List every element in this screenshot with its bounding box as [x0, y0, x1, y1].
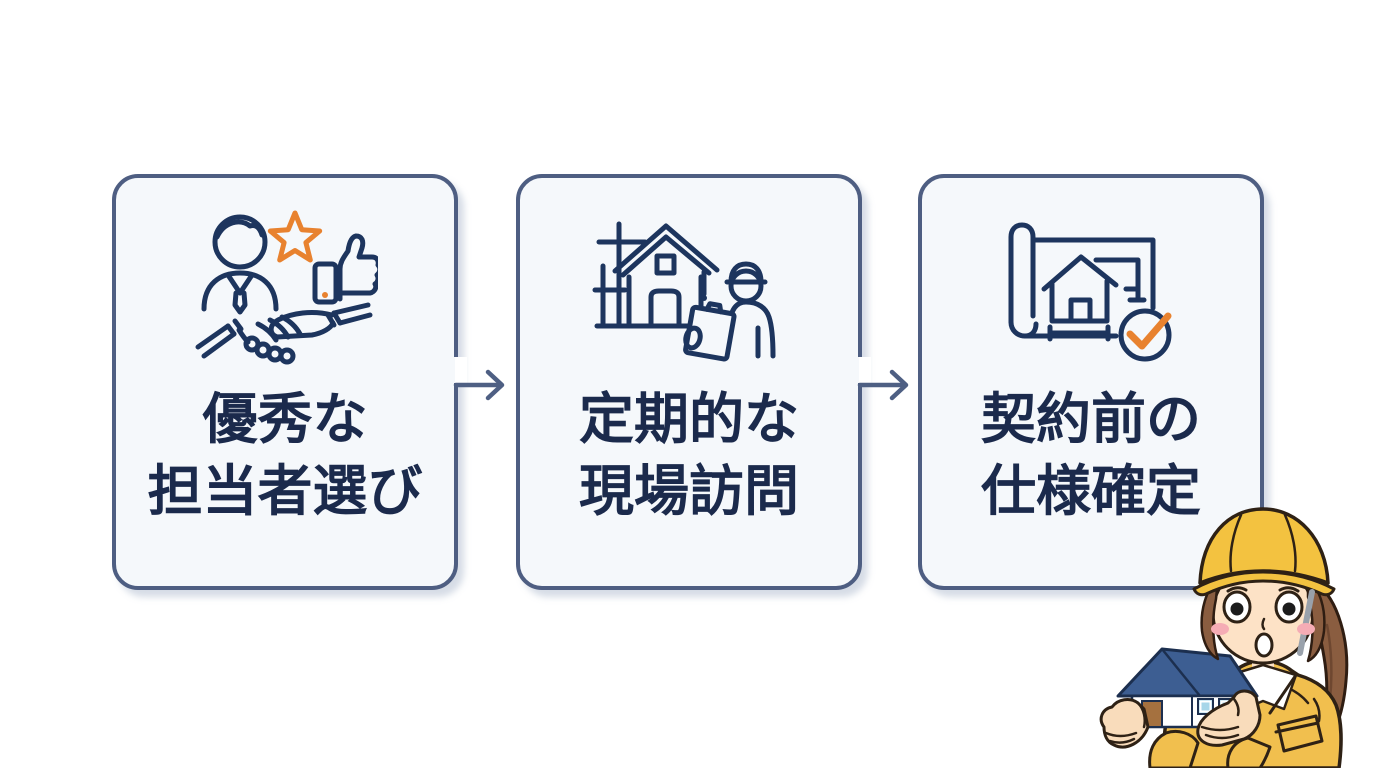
- step1-icon-wrap: [116, 206, 454, 366]
- person-star-thumbs-up-handshake-icon: [195, 210, 378, 365]
- step2-icon-wrap: [520, 214, 858, 364]
- step2-title-line1: 定期的な: [578, 388, 799, 450]
- step-card-2: 定期的な 現場訪問: [516, 174, 862, 590]
- mouth-surprised: [1254, 632, 1274, 658]
- house-window: [1197, 698, 1214, 715]
- model-house: [1116, 647, 1259, 729]
- chin-strap: [1297, 589, 1315, 656]
- blush-right: [1297, 623, 1315, 635]
- flow-arrow-1: [448, 357, 505, 401]
- nose: [1261, 617, 1266, 631]
- step2-title: 定期的な 現場訪問: [520, 384, 858, 527]
- step3-title: 契約前の 仕様確定: [922, 384, 1260, 527]
- step1-title: 優秀な 担当者選び: [116, 384, 454, 527]
- flow-arrow-2: [852, 357, 909, 401]
- jacket-sleeves: [1148, 729, 1272, 768]
- step1-title-line2: 担当者選び: [147, 459, 423, 522]
- right-hand: [1196, 689, 1262, 747]
- step1-title-line1: 優秀な: [202, 388, 368, 450]
- step-card-3: 契約前の 仕様確定: [918, 174, 1264, 590]
- step3-icon-wrap: [922, 218, 1260, 363]
- house-construction-inspector-icon: [592, 221, 776, 362]
- chest-pocket: [1274, 714, 1324, 753]
- left-hand: [1099, 698, 1150, 749]
- step-card-1: 優秀な 担当者選び: [112, 174, 458, 590]
- hard-hat: [1192, 507, 1336, 597]
- eyes: [1222, 590, 1304, 624]
- blush-left: [1211, 623, 1229, 635]
- construction-worker-character: [1099, 507, 1349, 768]
- step3-title-line1: 契約前の: [980, 388, 1201, 450]
- step3-title-line2: 仕様確定: [980, 459, 1201, 522]
- eyebrows: [1226, 586, 1300, 593]
- head: [1192, 507, 1336, 665]
- side-hair-left: [1200, 577, 1220, 661]
- blueprint-house-checkmark-icon: [1008, 222, 1171, 362]
- step2-title-line2: 現場訪問: [578, 459, 799, 522]
